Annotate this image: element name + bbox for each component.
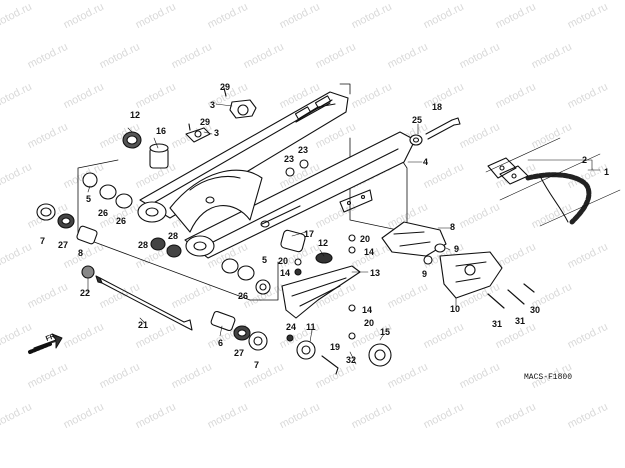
callout-c8b: 8: [78, 248, 84, 258]
callout-c22: 22: [80, 288, 91, 298]
chain-guide: [381, 221, 535, 309]
callout-c9b: 9: [422, 269, 428, 279]
callout-c26c: 26: [238, 291, 249, 301]
callout-c12a: 12: [130, 110, 141, 120]
callout-c10: 10: [450, 304, 461, 314]
callout-c7b: 7: [254, 360, 260, 370]
callout-c26a: 26: [98, 208, 109, 218]
callout-c16: 16: [156, 126, 167, 136]
small-bolts: [285, 159, 309, 177]
pivot-bearings-right: [210, 229, 306, 351]
diagram-part-code: MACS-F1800: [524, 373, 573, 382]
callout-c26b: 26: [116, 216, 127, 226]
callout-c14a: 14: [280, 268, 291, 278]
callout-c25: 25: [412, 115, 423, 125]
callout-c3b: 3: [214, 128, 220, 138]
drive-chain: [485, 137, 621, 227]
callout-c13: 13: [370, 268, 381, 278]
assembly-boundary-lines: [77, 83, 408, 301]
callout-c9: 9: [454, 244, 460, 254]
callout-c20b: 20: [278, 256, 289, 266]
callout-c11: 11: [306, 322, 316, 332]
callout-c5b: 5: [262, 255, 268, 265]
callout-c28a: 28: [138, 240, 149, 250]
callout-c28b: 28: [168, 231, 179, 241]
pivot-shaft: [95, 275, 193, 331]
callout-c18: 18: [432, 102, 443, 112]
callout-c14c: 14: [362, 305, 373, 315]
callout-c1: 1: [604, 167, 610, 177]
callout-c19: 19: [330, 342, 341, 352]
front-direction-arrow: [28, 333, 63, 354]
swingarm: [137, 91, 416, 259]
callout-c2: 2: [582, 155, 588, 165]
callout-c23a: 23: [284, 154, 295, 164]
callout-c24: 24: [286, 322, 297, 332]
callout-c4: 4: [423, 157, 429, 167]
callout-c29b: 29: [200, 117, 211, 127]
callout-c23b: 23: [298, 145, 309, 155]
callout-c15: 15: [380, 327, 391, 337]
callout-c21: 21: [138, 320, 149, 330]
callout-c8a: 8: [450, 222, 456, 232]
callout-c17: 17: [304, 229, 315, 239]
callout-c14b: 14: [364, 247, 375, 257]
callout-c32: 32: [346, 355, 357, 365]
callout-c29a: 29: [220, 82, 231, 92]
bolt-and-collar: [409, 117, 461, 146]
callout-c12b: 12: [318, 238, 329, 248]
callout-c27b: 27: [234, 348, 245, 358]
callout-c31a: 31: [492, 319, 503, 329]
callout-c27a: 27: [58, 240, 69, 250]
callout-c20c: 20: [364, 318, 375, 328]
chain-slider: [281, 252, 361, 319]
callout-c3a: 3: [210, 100, 216, 110]
callout-c5a: 5: [86, 194, 92, 204]
leader-lines: [87, 103, 601, 365]
callout-c30: 30: [530, 305, 541, 315]
hose-clamps: [185, 87, 257, 143]
rollers-and-nuts: [286, 234, 392, 375]
callout-c31b: 31: [515, 316, 526, 326]
callout-c7a: 7: [40, 236, 46, 246]
callout-c20a: 20: [360, 234, 371, 244]
callout-c6: 6: [218, 338, 224, 348]
